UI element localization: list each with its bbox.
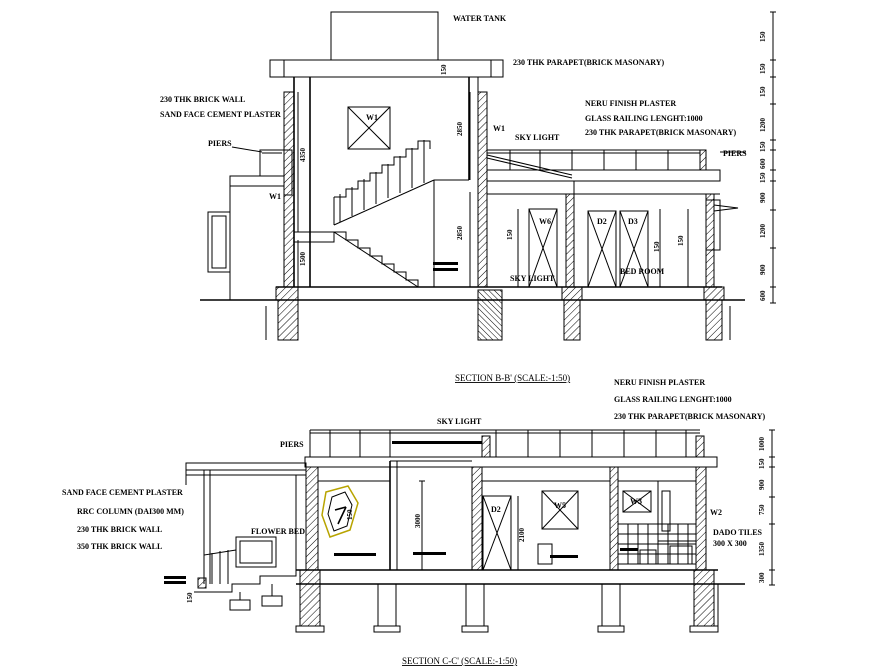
label-cc-sand-plaster: SAND FACE CEMENT PLASTER <box>62 488 183 497</box>
tank-slab <box>269 59 504 78</box>
dim-cc-step-150: 150 <box>186 592 194 603</box>
window-w1 <box>347 106 391 150</box>
level-cc-3: 750 <box>758 504 766 515</box>
level-cc-5: 300 <box>758 572 766 583</box>
level-bb-3: 1200 <box>759 118 767 133</box>
label-cc-parapet: 230 THK PARAPET(BRICK MASONARY) <box>614 412 766 421</box>
level-bb-7: 900 <box>759 192 767 203</box>
label-bed-room: BED ROOM <box>620 267 665 276</box>
right-roof-slab <box>486 169 721 182</box>
label-sand-plaster: SAND FACE CEMENT PLASTER <box>160 110 281 119</box>
label-cc-brick-230: 230 THK BRICK WALL <box>77 525 162 534</box>
dim-tank-150: 150 <box>440 64 448 75</box>
label-cc-w2: W2 <box>710 508 722 517</box>
label-cc-sky-light: SKY LIGHT <box>437 417 482 426</box>
level-bb-8: 1200 <box>759 224 767 239</box>
label-d3: D3 <box>628 217 638 226</box>
label-w6: W6 <box>539 217 551 226</box>
label-parapet-top: 230 THK PARAPET(BRICK MASONARY) <box>513 58 665 67</box>
label-cc-w3: W3 <box>630 497 642 506</box>
label-sky-light-1: SKY LIGHT <box>515 133 560 142</box>
window-w3 <box>622 490 652 513</box>
title-section-bb: SECTION B-B' (SCALE:-1:50) <box>455 373 570 383</box>
label-w1-right: W1 <box>493 124 505 133</box>
dim-stair-4350: 4350 <box>299 148 307 163</box>
label-glass-railing: GLASS RAILING LENGHT:1000 <box>585 114 703 123</box>
cc-roof-slab <box>304 456 718 468</box>
window-w5 <box>541 490 579 530</box>
label-sky-light-2: SKY LIGHT <box>510 274 555 283</box>
label-piers-left: PIERS <box>208 139 232 148</box>
dim-cc-w-150: 150 <box>346 509 354 520</box>
label-cc-neru-plaster: NERU FINISH PLASTER <box>614 378 705 387</box>
label-cc-rrc-column: RRC COLUMN (DAI300 MM) <box>77 507 184 516</box>
level-bb-2: 150 <box>759 86 767 97</box>
label-piers-right: PIERS <box>723 149 747 158</box>
label-parapet: 230 THK PARAPET(BRICK MASONARY) <box>585 128 737 137</box>
level-bb-9: 900 <box>759 264 767 275</box>
level-bb-4: 150 <box>759 141 767 152</box>
label-neru-plaster: NERU FINISH PLASTER <box>585 99 676 108</box>
stair-wall-right <box>477 91 488 288</box>
label-cc-w5: W5 <box>554 501 566 510</box>
level-cc-1: 150 <box>758 458 766 469</box>
dim-w6-150: 150 <box>506 229 514 240</box>
level-cc-2: 900 <box>758 479 766 490</box>
level-bb-1: 150 <box>759 63 767 74</box>
label-water-tank: WATER TANK <box>453 14 507 23</box>
level-bb-10: 600 <box>759 290 767 301</box>
dim-lower-2850: 2850 <box>456 226 464 241</box>
dado-tiles <box>617 523 697 565</box>
dim-d3-150: 150 <box>653 241 661 252</box>
level-bb-0: 150 <box>759 31 767 42</box>
level-cc-0: 1000 <box>758 437 766 452</box>
level-cc-4: 1350 <box>758 542 766 557</box>
dim-cc-3000: 3000 <box>414 514 422 529</box>
label-cc-d2: D2 <box>491 505 501 514</box>
level-bb-6: 150 <box>759 172 767 183</box>
label-cc-brick-350: 350 THK BRICK WALL <box>77 542 162 551</box>
label-d2: D2 <box>597 217 607 226</box>
label-w1-window: W1 <box>366 113 378 122</box>
label-cc-piers: PIERS <box>280 440 304 449</box>
label-cc-dado-size: 300 X 300 <box>713 539 747 548</box>
dim-right-150: 150 <box>677 235 685 246</box>
section-bb: WATER TANK 230 THK PARAPET(BRICK MASONAR… <box>160 11 776 383</box>
staircase <box>333 140 469 288</box>
label-cc-dado-tiles: DADO TILES <box>713 528 763 537</box>
label-cc-flower-bed: FLOWER BED <box>251 527 305 536</box>
section-cc: NERU FINISH PLASTER GLASS RAILING LENGHT… <box>62 378 775 666</box>
dim-cc-2100: 2100 <box>518 528 526 543</box>
label-brick-wall: 230 THK BRICK WALL <box>160 95 245 104</box>
label-w1-left: W1 <box>269 192 281 201</box>
water-tank <box>330 11 439 61</box>
dim-upper-2850: 2850 <box>456 122 464 137</box>
dim-plinth-1500: 1500 <box>299 252 307 267</box>
title-section-cc: SECTION C-C' (SCALE:-1:50) <box>402 656 517 666</box>
label-cc-glass-railing: GLASS RAILING LENGHT:1000 <box>614 395 732 404</box>
level-bb-5: 600 <box>759 158 767 169</box>
